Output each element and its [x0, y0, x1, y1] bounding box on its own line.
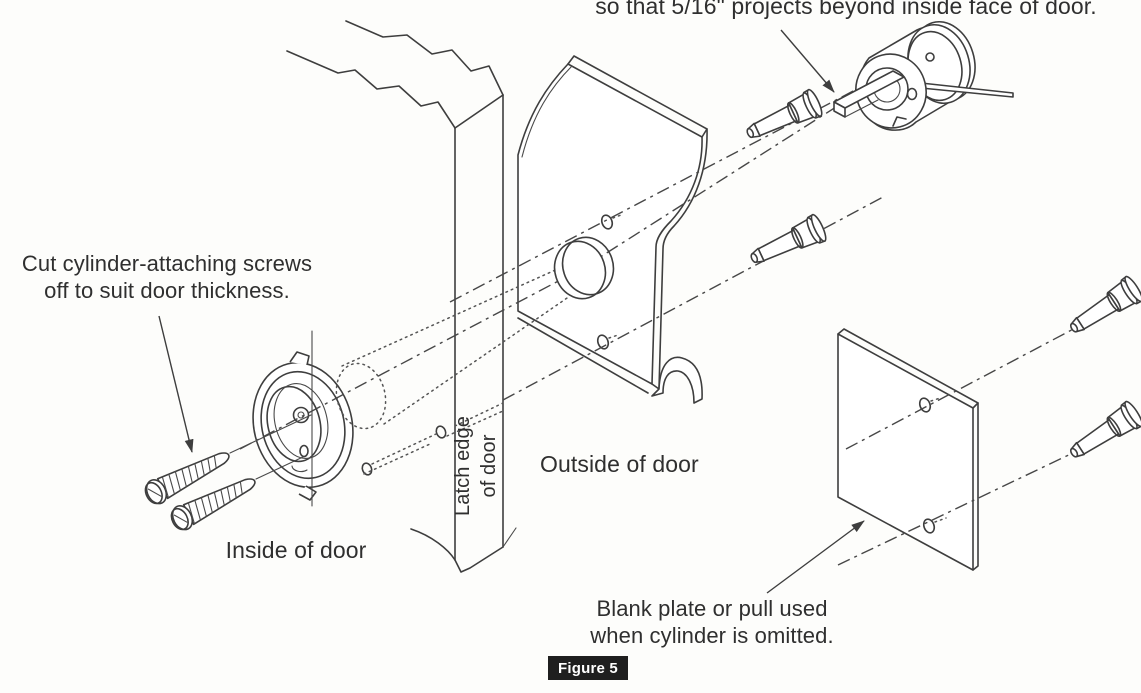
latch-edge-label-line1: Latch edge [452, 416, 474, 516]
latch-edge-label: Latch edge of door [450, 400, 502, 532]
plate-bolt-lower [1063, 398, 1141, 468]
plate-hole-upper [918, 397, 932, 413]
bolt-upper [740, 87, 826, 148]
arrow-to-cylinder [780, 29, 835, 93]
arrow-to-blank-plate [766, 520, 865, 594]
cylinder-projection-dotted [335, 266, 571, 476]
lock-case [517, 55, 708, 404]
cut-screws-note-line1: Cut cylinder-attaching screws [21, 251, 313, 276]
plate-upper-axis [845, 314, 1101, 450]
cut-screws-note-line2: off to suit door thickness. [44, 278, 290, 304]
arrow-to-screws [158, 315, 194, 453]
plate-bolt-upper [1063, 273, 1141, 343]
annotation-arrows [158, 29, 865, 594]
figure-badge: Figure 5 [548, 656, 628, 680]
case-cylinder-collar [553, 236, 615, 300]
center-lines [239, 76, 1101, 566]
plate-lower-axis [837, 439, 1101, 566]
case-screw-hole-upper [600, 214, 614, 230]
blank-plate [837, 328, 979, 571]
top-projection-note: so that 5/16" projects beyond inside fac… [595, 0, 1097, 19]
plate-hole-lower [922, 518, 936, 534]
upper-bolt-axis [449, 76, 881, 303]
blank-plate-note-line2: when cylinder is omitted. [590, 623, 834, 649]
lower-bolt-axis [502, 195, 886, 401]
door-latch-edge [286, 20, 517, 573]
blank-plate-note: Blank plate or pull used when cylinder i… [562, 595, 862, 650]
cut-screws-note: Cut cylinder-attaching screws off to sui… [0, 250, 334, 305]
case-screw-hole-lower [596, 334, 610, 350]
cylinder-attaching-screws [140, 414, 312, 535]
lock-cylinder [833, 20, 1014, 131]
blank-plate-note-line1: Blank plate or pull used [596, 596, 828, 621]
inside-of-door-label: Inside of door [225, 537, 367, 563]
latch-edge-label-line2: of door [478, 434, 500, 498]
outside-of-door-label: Outside of door [540, 451, 699, 477]
